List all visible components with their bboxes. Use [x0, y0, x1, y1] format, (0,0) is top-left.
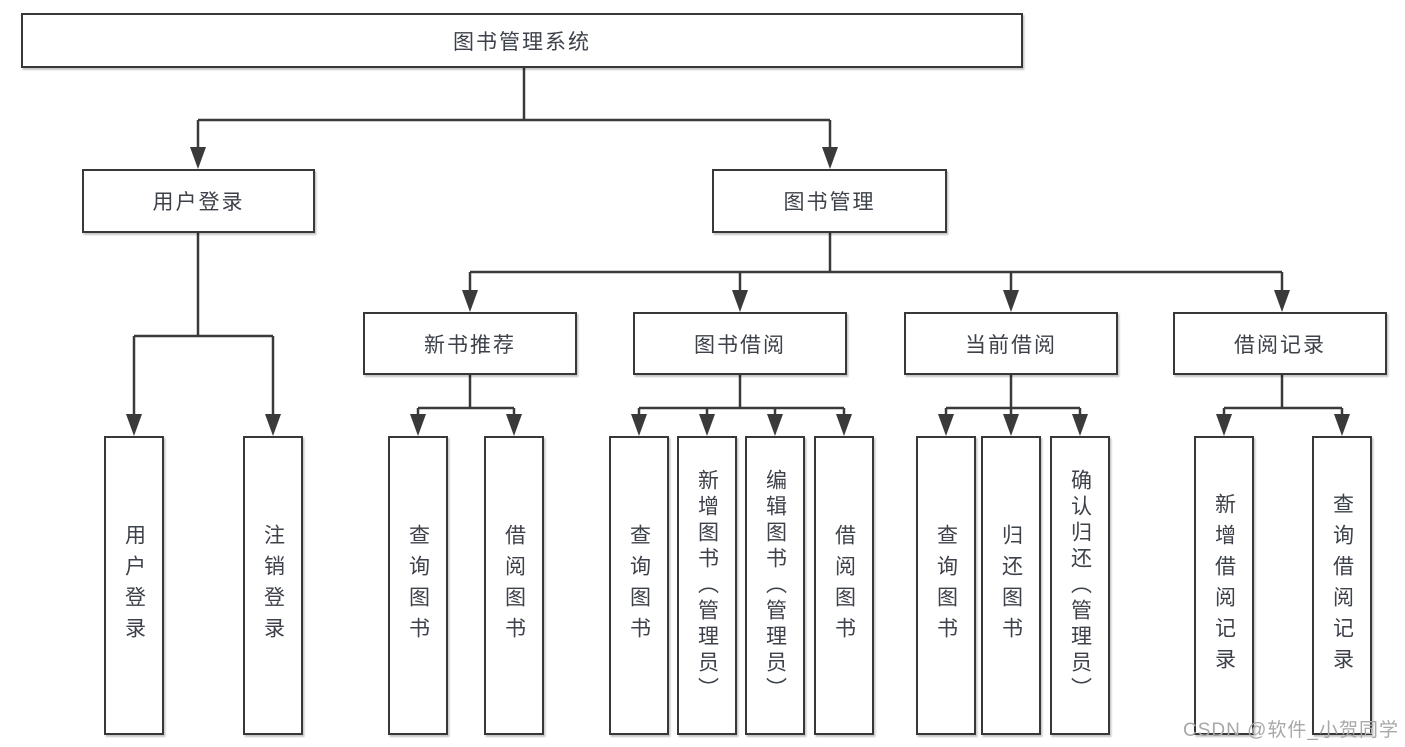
leaf-borrow-book-label: 借阅图书 — [832, 523, 856, 648]
node-book-borrow: 图书借阅 — [633, 312, 847, 375]
node-new-book-recommend: 新书推荐 — [363, 312, 577, 375]
leaf-add-borrow-record-label: 新增借阅记录 — [1212, 492, 1236, 679]
node-new-book-recommend-label: 新书推荐 — [424, 333, 516, 357]
leaf-edit-book-admin-label: 编辑图书（管理员） — [763, 468, 787, 703]
leaf-return-book: 归还图书 — [981, 436, 1041, 735]
leaf-add-book-admin: 新增图书（管理员） — [677, 436, 737, 735]
leaf-query-books-borrow-label: 查询图书 — [627, 523, 651, 648]
node-book-borrow-label: 图书借阅 — [694, 333, 786, 357]
node-user-login: 用户登录 — [82, 169, 315, 233]
leaf-query-books-current-label: 查询图书 — [934, 523, 958, 648]
leaf-add-book-admin-label: 新增图书（管理员） — [695, 468, 719, 703]
leaf-query-books-recommend: 查询图书 — [388, 436, 448, 735]
node-library-management-system-label: 图书管理系统 — [453, 30, 591, 54]
leaf-borrow-books-recommend: 借阅图书 — [484, 436, 544, 735]
leaf-confirm-return-admin-label: 确认归还（管理员） — [1068, 468, 1092, 703]
leaf-query-books-current: 查询图书 — [916, 436, 976, 735]
leaf-query-borrow-record-label: 查询借阅记录 — [1330, 492, 1354, 679]
leaf-borrow-books-recommend-label: 借阅图书 — [502, 523, 526, 648]
node-book-management: 图书管理 — [712, 169, 947, 233]
leaf-borrow-book: 借阅图书 — [814, 436, 874, 735]
node-current-borrow: 当前借阅 — [904, 312, 1118, 375]
leaf-query-books-borrow: 查询图书 — [609, 436, 669, 735]
node-library-management-system: 图书管理系统 — [21, 13, 1023, 68]
node-current-borrow-label: 当前借阅 — [965, 333, 1057, 357]
leaf-confirm-return-admin: 确认归还（管理员） — [1050, 436, 1110, 735]
csdn-watermark: CSDN @软件_小贺同学 — [1183, 720, 1399, 741]
leaf-logout-label: 注销登录 — [261, 523, 285, 648]
node-user-login-label: 用户登录 — [152, 191, 245, 214]
leaf-query-borrow-record: 查询借阅记录 — [1312, 436, 1372, 735]
leaf-user-login: 用户登录 — [104, 436, 164, 735]
leaf-add-borrow-record: 新增借阅记录 — [1194, 436, 1254, 735]
leaf-edit-book-admin: 编辑图书（管理员） — [745, 436, 805, 735]
leaf-user-login-label: 用户登录 — [122, 523, 146, 648]
node-book-management-label: 图书管理 — [783, 191, 876, 214]
leaf-logout: 注销登录 — [243, 436, 303, 735]
leaf-query-books-recommend-label: 查询图书 — [406, 523, 430, 648]
node-borrow-records: 借阅记录 — [1173, 312, 1387, 375]
node-borrow-records-label: 借阅记录 — [1234, 333, 1326, 357]
leaf-return-book-label: 归还图书 — [999, 523, 1023, 648]
